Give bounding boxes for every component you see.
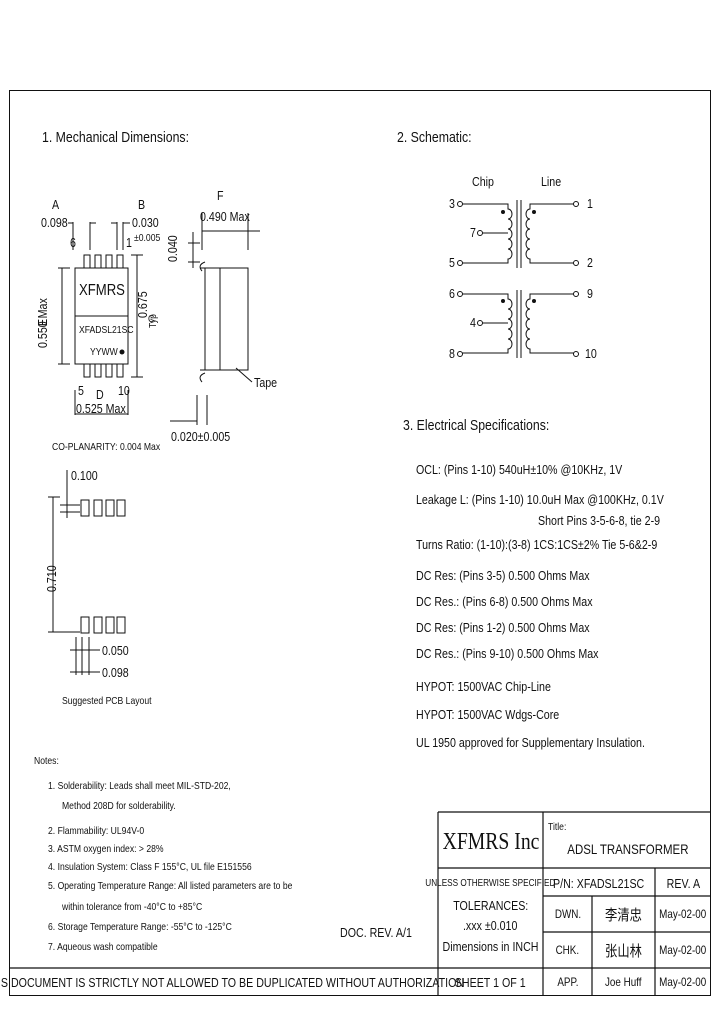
note-item: 3. ASTM oxygen index: > 28% [48,843,164,855]
dim-030-tol: ±0.005 [134,232,161,244]
title-label: Title: [548,821,567,833]
company-name: XFMRS Inc [442,828,540,855]
schematic-pin: 9 [587,286,593,301]
dimensions-unit: Dimensions in INCH [442,938,539,954]
spec-line: Short Pins 3-5-6-8, tie 2-9 [538,513,661,528]
note-item: 2. Flammability: UL94V-0 [48,825,145,837]
note-item: 6. Storage Temperature Range: -55°C to -… [48,921,232,933]
note-item: 5. Operating Temperature Range: All list… [48,880,293,892]
dim-label-c: C [148,313,155,325]
schematic-pin: 2 [587,255,593,270]
schematic-line-label: Line [541,174,562,189]
mech-title: 1. Mechanical Dimensions: [42,129,189,146]
pin-6-label: 6 [70,235,76,250]
pin-5-label: 5 [78,383,84,398]
dim-525: 0.525 Max [76,401,126,416]
duplication-notice: THIS DOCUMENT IS STRICTLY NOT ALLOWED TO… [0,974,464,990]
notes-title: Notes: [34,755,59,767]
approved-by: Joe Huff [605,975,642,989]
note-item: 4. Insulation System: Class F 155°C, UL … [48,861,252,873]
app-label: APP. [556,975,579,989]
spec-line: DC Res: (Pins 3-5) 0.500 Ohms Max [416,568,590,583]
tape-label: Tape [254,375,278,390]
spec-line: UL 1950 approved for Supplementary Insul… [416,735,645,750]
dim-490: 0.490 Max [200,209,250,224]
pcb-caption: Suggested PCB Layout [62,695,152,707]
chk-label: CHK. [555,943,580,957]
dim-label-f: F [217,188,224,203]
note-item: Method 208D for solderability. [62,800,176,812]
sheet-number: SHEET 1 OF 1 [455,974,526,990]
spec-line: Turns Ratio: (1-10):(3-8) 1CS:1CS±2% Tie… [416,537,658,552]
note-item: 7. Aqueous wash compatible [48,941,158,953]
drawing-frame [9,90,711,996]
note-item: 1. Solderability: Leads shall meet MIL-S… [48,780,231,792]
spec-line: Leakage L: (Pins 1-10) 10.0uH Max @100KH… [416,492,664,507]
pin-1-label: 1 [126,235,132,250]
doc-revision: DOC. REV. A/1 [340,925,412,940]
drawn-by-signature: 李清忠 [605,907,642,924]
part-number-marking: XFADSL21SC [79,324,134,336]
date-code: YYWW [90,346,118,358]
spec-line: HYPOT: 1500VAC Wdgs-Core [416,707,560,722]
dim-label-d: D [96,387,104,402]
schematic-pin: 6 [449,286,455,301]
approved-date: May-02-00 [659,975,707,989]
schematic-pin: 8 [449,346,455,361]
revision: REV. A [666,875,700,891]
tolerances-label: TOLERANCES: [452,897,529,913]
dim-030: 0.030 [132,215,159,230]
dim-label-a: A [52,197,60,212]
coplanarity: CO-PLANARITY: 0.004 Max [52,441,161,453]
pcb-dim-050: 0.050 [102,643,129,658]
drawing-title: ADSL TRANSFORMER [567,841,689,857]
spec-line: HYPOT: 1500VAC Chip-Line [416,679,551,694]
spec-line: DC Res: (Pins 1-2) 0.500 Ohms Max [416,620,590,635]
schematic-pin: 1 [587,196,593,211]
note-item: within tolerance from -40°C to +85°C [62,901,203,913]
pcb-dim-098: 0.098 [102,665,129,680]
schematic-chip-label: Chip [472,174,494,189]
drawn-date: May-02-00 [659,907,707,921]
spec-line: DC Res.: (Pins 6-8) 0.500 Ohms Max [416,594,593,609]
elec-title: 3. Electrical Specifications: [403,417,550,434]
part-brand: XFMRS [79,282,125,299]
dim-020: 0.020±0.005 [171,429,231,444]
schematic-pin: 10 [585,346,597,361]
spec-line: DC Res.: (Pins 9-10) 0.500 Ohms Max [416,646,599,661]
checked-date: May-02-00 [659,943,707,957]
schematic-pin: 5 [449,255,455,270]
tolerance-value: .xxx ±0.010 [463,917,518,933]
schematic-pin: 7 [470,225,476,240]
dim-098: 0.098 [41,215,68,230]
checked-by-signature: 张山林 [605,943,642,960]
pcb-dim-100: 0.100 [71,468,98,483]
dim-label-b: B [138,197,146,212]
schematic-pin: 4 [470,315,476,330]
schematic-title: 2. Schematic: [397,129,472,146]
spec-line: OCL: (Pins 1-10) 540uH±10% @10KHz, 1V [416,462,623,477]
pin-10-label: 10 [118,383,130,398]
schematic-pin: 3 [449,196,455,211]
part-number: P/N: XFADSL21SC [553,875,645,891]
unless-note: UNLESS OTHERWISE SPECIFIED [425,877,556,889]
dwn-label: DWN. [554,907,581,921]
